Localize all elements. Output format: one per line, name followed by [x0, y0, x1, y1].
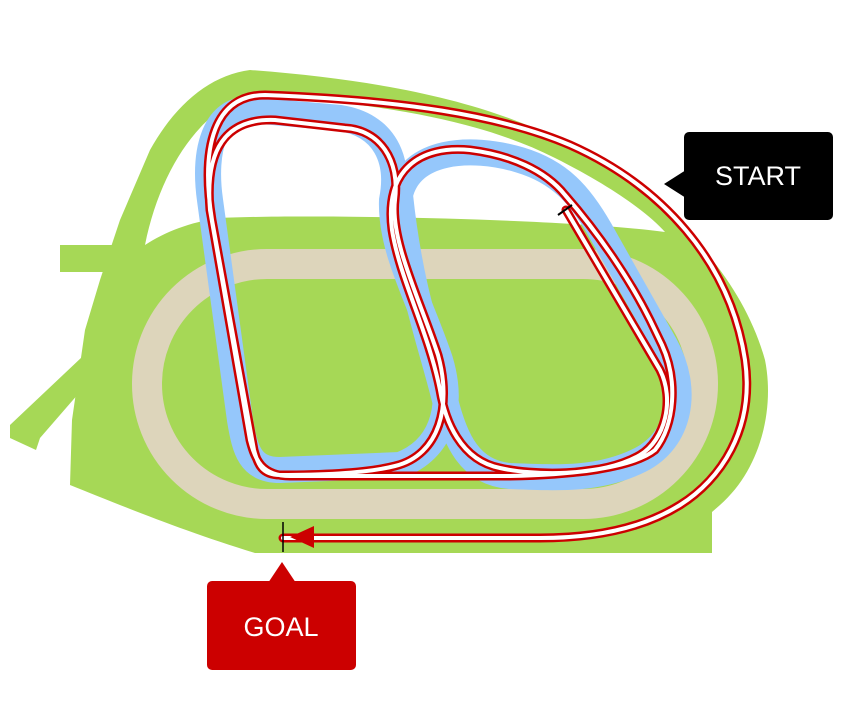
goal-callout: GOAL: [207, 562, 356, 670]
start-callout-pointer-icon: [664, 170, 686, 198]
goal-label: GOAL: [243, 612, 318, 642]
dirt-course: [132, 249, 718, 519]
red-triangle-arrow-icon: [290, 526, 314, 548]
race-route: [203, 90, 752, 543]
goal-callout-box: [207, 581, 356, 670]
goal-callout-pointer-icon: [268, 562, 296, 583]
start-marker-icon: [557, 204, 573, 216]
start-callout-box: [684, 132, 833, 220]
start-callout: START: [664, 132, 833, 220]
turf-horizontal-chute: [60, 245, 135, 272]
start-label: START: [715, 161, 801, 191]
route-path-inner: [206, 93, 749, 540]
turf-diagonal-chute: [10, 340, 112, 450]
dirt-oval: [132, 249, 718, 519]
